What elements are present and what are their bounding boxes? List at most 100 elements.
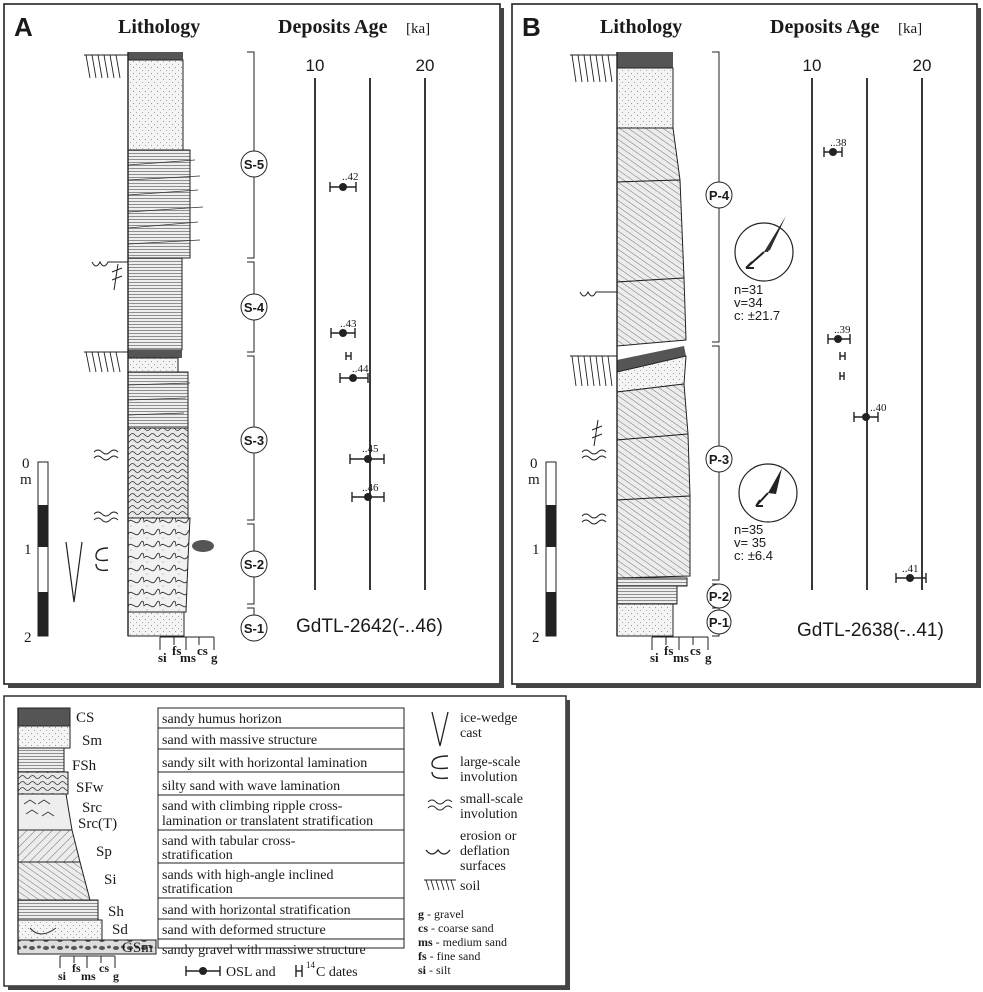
panel-b-grain-label: g	[705, 650, 712, 665]
panel-b-lithology-column	[616, 52, 691, 637]
panel-b-lithology-title: Lithology	[600, 16, 682, 38]
svg-text:sands with high-angle inclined: sands with high-angle inclined	[162, 868, 333, 883]
panel-b-small-involution-icon-2	[581, 513, 607, 525]
svg-text:S-2: S-2	[244, 557, 264, 572]
svg-text:v= 35: v= 35	[734, 535, 766, 550]
panel-b-unit-p2: P-2	[706, 583, 732, 609]
panel-a-c14-date	[345, 352, 352, 360]
panel-a-small-involution-icon-2	[93, 511, 119, 523]
panel-a-age-title: Deposits Age	[278, 16, 388, 38]
svg-text:ms - medium sand: ms - medium sand	[418, 935, 507, 949]
svg-text:P-3: P-3	[709, 452, 729, 467]
panel-b-depth-scale: 0 m 1 2	[528, 456, 557, 646]
panel-a-osl-label: ..46	[362, 482, 379, 494]
svg-text:14: 14	[306, 960, 316, 970]
panel-b-grain-label: si	[650, 650, 659, 665]
svg-text:P-4: P-4	[709, 188, 730, 203]
panel-a-scale-label: 1	[24, 542, 32, 558]
svg-text:lamination or translatent stra: lamination or translatent stratification	[162, 814, 373, 829]
svg-text:Src: Src	[82, 800, 102, 816]
svg-text:n=31: n=31	[734, 282, 763, 297]
svg-text:S-1: S-1	[244, 621, 264, 636]
legend-grain-abbreviations: g - gravel cs - coarse sand ms - medium …	[418, 907, 507, 977]
panel-b-frame	[511, 3, 978, 685]
panel-a-scale-label: 0	[22, 456, 30, 472]
svg-text:Src(T): Src(T)	[78, 816, 117, 832]
panel-a-grain-label: ms	[180, 650, 196, 665]
panel-b-grain-label: cs	[690, 643, 701, 658]
svg-text:S-3: S-3	[244, 433, 264, 448]
panel-b-age-axis: 10 20	[803, 56, 932, 590]
panel-a-soil-icon-middle	[84, 351, 128, 373]
svg-text:deflation: deflation	[460, 844, 510, 859]
svg-text:ice-wedge: ice-wedge	[460, 711, 518, 726]
legend-column	[17, 707, 157, 955]
svg-text:sand with deformed structure: sand with deformed structure	[162, 923, 326, 938]
ice-wedge-icon	[431, 711, 449, 747]
panel-a-osl-age-42: ..42	[329, 171, 359, 192]
panel-b-small-involution-icon-1	[581, 449, 607, 461]
svg-text:c: ±6.4: c: ±6.4	[734, 548, 773, 563]
panel-a-climbing-ripple-icon	[111, 263, 123, 291]
panel-b-soil-icon-middle	[570, 355, 617, 387]
svg-text:sandy humus horizon: sandy humus horizon	[162, 712, 282, 727]
panel-a-age-unit: [ka]	[406, 21, 430, 37]
panel-b-letter: B	[522, 12, 541, 42]
svg-text:Sm: Sm	[82, 733, 102, 749]
panel-b-rose-diagram-1: n=31 v=34 c: ±21.7	[734, 216, 794, 323]
panel-b-unit-p1: P-1	[706, 609, 732, 635]
svg-text:OSL and: OSL and	[226, 965, 276, 980]
panel-a-osl-label: ..43	[340, 318, 357, 330]
svg-text:sandy gravel with massiwe stru: sandy gravel with massiwe structure	[162, 943, 366, 958]
svg-text:S-5: S-5	[244, 157, 264, 172]
panel-b-age-tick: 10	[803, 56, 822, 75]
panel-b-osl-age-41: ..41	[895, 563, 927, 583]
panel-a-osl-age-43: ..43	[330, 318, 357, 338]
panel-b-rose-diagram-2: n=35 v= 35 c: ±6.4	[734, 463, 798, 563]
panel-a-scale-label: m	[20, 472, 32, 488]
svg-text:fs - fine sand: fs - fine sand	[418, 949, 480, 963]
panel-a-large-involution-icon	[95, 547, 109, 572]
legend-facies-codes: CS Sm FSh SFw Src Src(T) Sp Si Sh Sd GSm	[72, 710, 153, 956]
small-involution-icon	[427, 799, 453, 811]
svg-text:cast: cast	[460, 726, 482, 741]
panel-a-small-involution-icon-1	[93, 449, 119, 461]
svg-text:S-4: S-4	[244, 300, 265, 315]
panel-a-sample-label: GdTL-2642(-..46)	[296, 616, 443, 637]
panel-b-grain-label: ms	[673, 650, 689, 665]
svg-text:n=35: n=35	[734, 522, 763, 537]
panel-a-letter: A	[14, 12, 33, 42]
svg-text:stratification: stratification	[162, 848, 233, 863]
panel-b-osl-label: ..39	[834, 324, 851, 336]
panel-a-osl-label: ..42	[342, 171, 359, 183]
svg-text:fs: fs	[72, 961, 81, 975]
panel-a-age-tick: 10	[306, 56, 325, 75]
panel-a-lithology-title: Lithology	[118, 16, 200, 38]
panel-a-osl-label: ..44	[352, 363, 369, 375]
panel-a-scale-label: 2	[24, 630, 32, 646]
svg-text:FSh: FSh	[72, 758, 97, 774]
panel-b-c14-date-1	[839, 352, 846, 360]
svg-text:cs: cs	[99, 961, 109, 975]
svg-text:large-scale: large-scale	[460, 755, 520, 770]
panel-a-age-tick: 20	[416, 56, 435, 75]
panel-a-unit-s1: S-1	[240, 614, 268, 642]
panel-a-soil-icon-top	[84, 54, 128, 79]
svg-text:sand with tabular cross-: sand with tabular cross-	[162, 834, 296, 849]
svg-text:C dates: C dates	[316, 965, 358, 980]
panel-b-osl-age-40: ..40	[853, 402, 887, 422]
panel-b-unit-p3: P-3	[705, 445, 733, 473]
panel-a-age-axis: 10 20	[306, 56, 435, 590]
panel-b-scale-label: m	[528, 472, 540, 488]
panel-a-grain-label: fs	[172, 643, 181, 658]
svg-text:small-scale: small-scale	[460, 792, 523, 807]
svg-text:g - gravel: g - gravel	[418, 907, 465, 921]
panel-b-age-tick: 20	[913, 56, 932, 75]
panel-b-grain-label: fs	[664, 643, 673, 658]
legend-descriptions-table: sandy humus horizon sand with massive st…	[157, 707, 405, 958]
svg-text:sand with massive structure: sand with massive structure	[162, 733, 317, 748]
panel-b-sample-label: GdTL-2638(-..41)	[797, 620, 944, 641]
svg-text:soil: soil	[460, 879, 480, 894]
svg-text:Si: Si	[104, 872, 117, 888]
